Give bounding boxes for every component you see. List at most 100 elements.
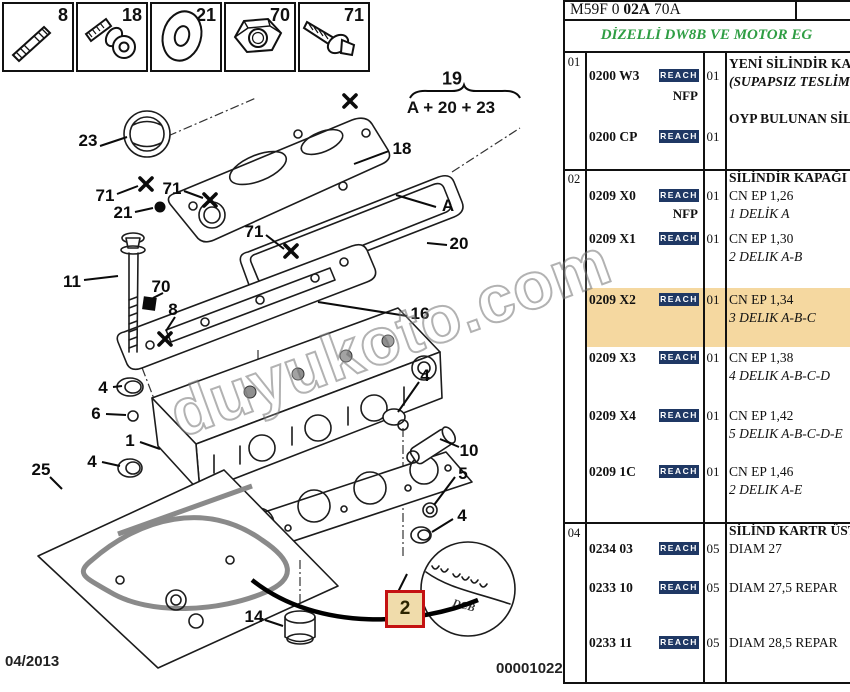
nfp-flag: NFP	[672, 88, 698, 103]
part-reference[interactable]: 0200 W3	[589, 68, 640, 83]
group-number: 01	[567, 55, 581, 69]
group-note-brace	[409, 81, 521, 99]
stud-icon	[11, 25, 52, 63]
legend-number: 18	[121, 5, 142, 25]
callout-21: 21	[113, 203, 133, 222]
callout-14: 14	[244, 607, 264, 626]
group-note-detail: A + 20 + 23	[406, 98, 496, 117]
part-description: DIAM 27	[729, 541, 782, 556]
callout-11: 11	[63, 272, 81, 291]
part-description: CN EP 1,38	[729, 350, 794, 365]
head-bolt-part	[120, 232, 146, 353]
callout-71: 71	[244, 222, 264, 241]
part-quantity: 01	[706, 350, 720, 365]
part-quantity: 01	[706, 68, 720, 83]
part-reference[interactable]: 0233 11	[589, 635, 633, 650]
part-quantity: 01	[706, 129, 720, 144]
callout-4: 4	[420, 366, 430, 385]
legend-number: 8	[57, 5, 68, 25]
legend-box-21: 21	[150, 2, 222, 72]
reach-badge[interactable]: REACH	[659, 130, 699, 143]
reach-badge[interactable]: REACH	[659, 189, 699, 202]
reach-badge[interactable]: REACH	[659, 465, 699, 478]
callout-A: A	[441, 196, 455, 215]
part-reference[interactable]: 0209 X1	[589, 231, 636, 246]
group-note-number: 19	[441, 68, 463, 89]
group-number: 04	[567, 526, 581, 540]
callout-23: 23	[78, 131, 98, 150]
part-description: CN EP 1,30	[729, 231, 794, 246]
edition-date: 04/2013	[5, 653, 60, 670]
shoulder-bolt-icon	[84, 17, 136, 59]
part-reference[interactable]: 0233 10	[589, 580, 633, 595]
screw-icon	[302, 20, 356, 57]
callout-4: 4	[87, 452, 97, 471]
part-description: 2 DELIK A-B	[729, 249, 803, 264]
part-description: CN EP 1,26	[729, 188, 794, 203]
part-quantity: 01	[706, 292, 720, 307]
callout-70: 70	[151, 277, 171, 296]
legend-box-18: 18	[76, 2, 148, 72]
catalog-code: M59F 0 02A 70A	[570, 1, 790, 19]
gasket-kit-part	[37, 469, 339, 669]
document-number: 00001022	[496, 660, 563, 677]
part-reference[interactable]: 0209 X2	[589, 292, 636, 307]
leader-lines	[49, 136, 460, 627]
section-header: SİLİNDİR KAPAĞI CO	[729, 170, 850, 185]
reach-badge[interactable]: REACH	[659, 542, 699, 555]
section-header: SİLİND KARTR ÜST	[729, 523, 850, 538]
part-reference[interactable]: 0209 1C	[589, 464, 636, 479]
cap-plug-part	[284, 560, 316, 645]
part-quantity: 01	[706, 231, 720, 246]
reach-badge[interactable]: REACH	[659, 581, 699, 594]
reach-badge[interactable]: REACH	[659, 232, 699, 245]
reach-badge[interactable]: REACH	[659, 293, 699, 306]
reach-badge[interactable]: REACH	[659, 69, 699, 82]
group-number: 02	[567, 172, 581, 186]
section-title: DİZELLİ DW8B VE MOTOR EG	[600, 27, 813, 43]
callout-5: 5	[458, 464, 468, 483]
highlighted-callout-2[interactable]: 2	[385, 590, 425, 628]
part-description: CN EP 1,34	[729, 292, 794, 307]
legend-number: 70	[269, 5, 290, 25]
part-description: 5 DELIK A-B-C-D-E	[729, 426, 843, 441]
oil-filler-cap-part	[123, 110, 171, 158]
part-reference[interactable]: 0200 CP	[589, 129, 638, 144]
part-reference[interactable]: 0209 X4	[589, 408, 636, 423]
catalog-code-prefix: M59F 0	[570, 1, 624, 18]
part-description: DIAM 28,5 REPAR	[729, 635, 838, 650]
part-description: 3 DELIK A-B-C	[729, 310, 816, 325]
part-quantity: 01	[706, 464, 720, 479]
part-description: DIAM 27,5 REPAR	[729, 580, 838, 595]
flange-nut-icon	[233, 17, 283, 54]
gasket-edge-line	[250, 578, 479, 622]
part-reference[interactable]: 0234 03	[589, 541, 633, 556]
part-description: YENİ SİLİNDİR KAPA	[729, 56, 850, 71]
part-description: OYP BULUNAN SİLİ	[729, 111, 850, 126]
fastener-legend: 8 18 21	[2, 2, 372, 72]
part-reference[interactable]: 0209 X0	[589, 188, 636, 203]
cup-plug-parts	[116, 377, 438, 544]
part-description: 4 DELIK A-B-C-D	[729, 368, 830, 383]
callout-10: 10	[459, 441, 479, 460]
thermostat-housing-part	[406, 426, 457, 465]
part-reference[interactable]: 0209 X3	[589, 350, 636, 365]
washer-icon	[161, 10, 203, 62]
callout-1: 1	[125, 431, 135, 450]
legend-box-70: 70	[224, 2, 296, 72]
cover-gasket-part	[239, 174, 464, 293]
callout-71: 71	[162, 179, 182, 198]
part-description: CN EP 1,46	[729, 464, 794, 479]
catalog-code-suffix: 70A	[650, 1, 681, 18]
reach-badge[interactable]: REACH	[659, 636, 699, 649]
callout-4: 4	[98, 378, 108, 397]
reach-badge[interactable]: REACH	[659, 351, 699, 364]
catalog-code-bold: 02A	[623, 1, 651, 18]
fastener-markers	[138, 93, 358, 347]
reach-badge[interactable]: REACH	[659, 409, 699, 422]
valve-cover-part	[167, 117, 391, 243]
legend-number: 21	[195, 5, 216, 25]
legend-box-71: 71	[298, 2, 370, 72]
engine-exploded-drawing: DCB	[37, 81, 521, 669]
